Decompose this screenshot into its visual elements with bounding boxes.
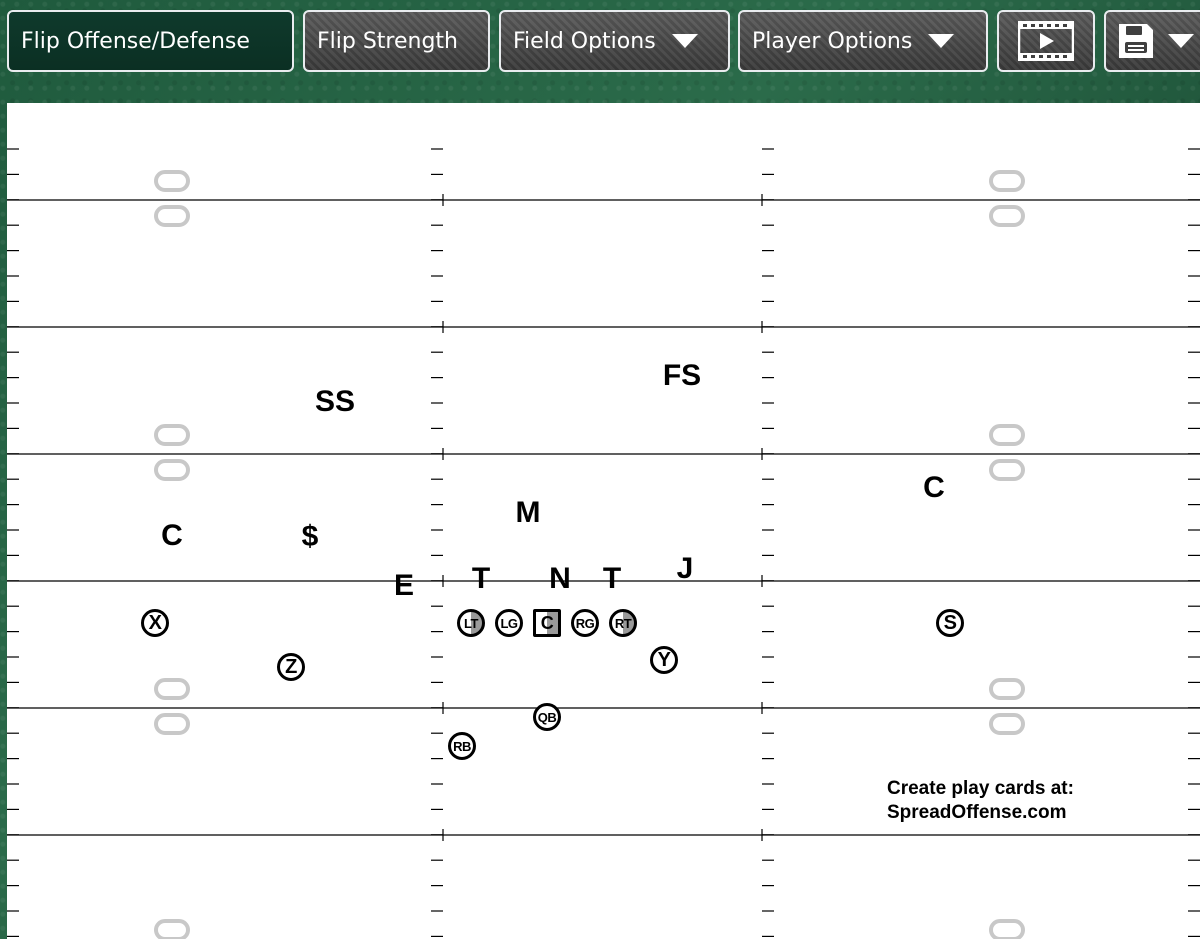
field-options-dropdown[interactable]: Field Options xyxy=(499,10,730,72)
free-safety[interactable]: FS xyxy=(662,359,702,392)
chevron-down-icon xyxy=(671,34,698,48)
yard-number-marker xyxy=(154,713,190,735)
flip-strength-button[interactable]: Flip Strength xyxy=(303,10,490,72)
jack-linebacker[interactable]: J xyxy=(676,552,694,585)
yard-number-marker xyxy=(989,678,1025,700)
yard-number-marker xyxy=(989,919,1025,939)
save-dropdown[interactable] xyxy=(1104,10,1200,72)
chevron-down-icon xyxy=(1168,34,1194,48)
chevron-down-icon xyxy=(928,34,955,48)
film-icon xyxy=(1018,21,1074,61)
credit-text: Create play cards at: SpreadOffense.com xyxy=(887,777,1074,825)
flip-strength-label: Flip Strength xyxy=(317,28,459,54)
yard-number-marker xyxy=(989,459,1025,481)
yard-number-marker xyxy=(154,205,190,227)
yard-number-marker xyxy=(154,424,190,446)
right-tackle-defense[interactable]: T xyxy=(602,562,622,595)
yard-number-marker xyxy=(154,459,190,481)
save-icon xyxy=(1119,24,1153,58)
x-receiver[interactable]: X xyxy=(141,609,169,637)
right-tackle[interactable]: RT xyxy=(609,609,637,637)
left-cornerback[interactable]: C xyxy=(161,519,183,552)
field-markings xyxy=(7,148,1200,939)
toolbar: Flip Offense/Defense Flip Strength Field… xyxy=(0,0,1200,100)
quarterback[interactable]: QB xyxy=(533,703,561,731)
left-tackle-defense[interactable]: T xyxy=(471,562,491,595)
mike-linebacker[interactable]: M xyxy=(515,496,541,529)
defensive-end[interactable]: E xyxy=(393,569,415,602)
yard-number-marker xyxy=(989,713,1025,735)
field-options-label: Field Options xyxy=(513,28,656,54)
yard-number-marker xyxy=(154,678,190,700)
y-tight-end[interactable]: Y xyxy=(650,646,678,674)
yard-number-marker xyxy=(989,424,1025,446)
money-linebacker[interactable]: $ xyxy=(301,520,319,553)
left-tackle[interactable]: LT xyxy=(457,609,485,637)
strong-safety[interactable]: SS xyxy=(314,385,356,418)
football-field[interactable]: FS SS M C C $ E T N T J X Z LT LG C RG R… xyxy=(7,103,1200,939)
running-back[interactable]: RB xyxy=(448,732,476,760)
right-cornerback[interactable]: C xyxy=(923,471,945,504)
flip-offense-defense-button[interactable]: Flip Offense/Defense xyxy=(7,10,294,72)
credit-line-2: SpreadOffense.com xyxy=(887,802,1067,823)
yard-number-marker xyxy=(154,170,190,192)
center[interactable]: C xyxy=(533,609,561,637)
yard-number-marker xyxy=(989,205,1025,227)
credit-line-1: Create play cards at: xyxy=(887,778,1074,799)
left-guard[interactable]: LG xyxy=(495,609,523,637)
animate-play-button[interactable] xyxy=(997,10,1095,72)
yard-number-marker xyxy=(989,170,1025,192)
nose-tackle[interactable]: N xyxy=(549,562,571,595)
player-options-dropdown[interactable]: Player Options xyxy=(738,10,988,72)
player-options-label: Player Options xyxy=(752,28,913,54)
flip-offense-defense-label: Flip Offense/Defense xyxy=(21,28,250,54)
s-receiver[interactable]: S xyxy=(936,609,964,637)
right-guard[interactable]: RG xyxy=(571,609,599,637)
z-receiver[interactable]: Z xyxy=(277,653,305,681)
yard-number-marker xyxy=(154,919,190,939)
